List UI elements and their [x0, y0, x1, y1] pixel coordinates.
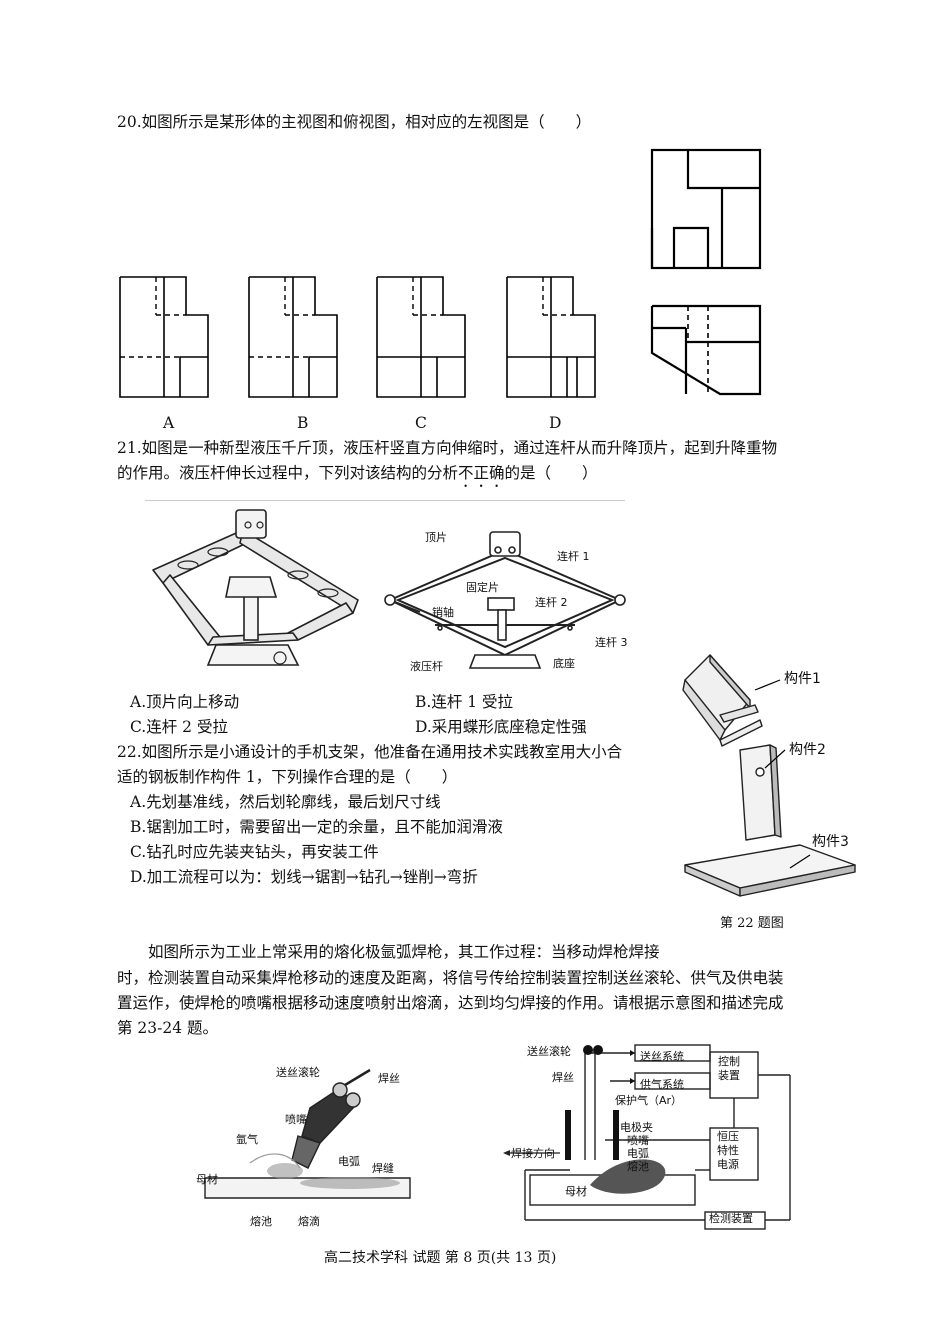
q22-stem-line2: 适的钢板制作构件 1，下列操作合理的是（ ）	[117, 768, 458, 786]
weld-torch-illustration	[204, 1068, 411, 1199]
q20-option-c-label[interactable]: C	[415, 414, 427, 432]
q20-option-b-figure[interactable]	[247, 275, 342, 400]
weld-right-pool-label: 熔池	[627, 1160, 649, 1173]
q20-option-b-label[interactable]: B	[297, 414, 309, 432]
weld-left-nozzle: 喷嘴	[285, 1113, 307, 1126]
weld-right-shield-gas: 保护气（Ar）	[615, 1094, 683, 1107]
q21-jack-photo	[152, 509, 359, 666]
q20-option-a-figure[interactable]	[118, 275, 213, 400]
q20-option-a-label[interactable]: A	[163, 414, 175, 432]
q21-stem-line1: 21.如图是一种新型液压千斤顶，液压杆竖直方向伸缩时，通过连杆从而升降顶片，起到…	[117, 439, 778, 457]
q21-label-base: 底座	[553, 657, 575, 670]
q22-option-b[interactable]: B.锯割加工时，需要留出一定的余量，且不能加润滑液	[130, 818, 503, 836]
intro-line2: 时，检测装置自动采集焊枪移动的速度及距离，将信号传给控制装置控制送丝滚轮、供气及…	[117, 969, 784, 987]
q21-option-b[interactable]: B.连杆 1 受拉	[415, 693, 514, 711]
q21-label-top-plate: 顶片	[425, 531, 447, 544]
q22-part2-label: 构件2	[789, 742, 826, 758]
q21-stem-line2-a: 的作用。液压杆伸长过程中，下列对该结构的分析	[117, 464, 459, 482]
q22-parts-figure	[682, 654, 856, 897]
weld-left-wire: 焊丝	[378, 1072, 400, 1085]
weld-left-arc: 电弧	[338, 1155, 360, 1168]
weld-left-feed-roller: 送丝滚轮	[276, 1066, 320, 1079]
q20-option-c-figure[interactable]	[375, 275, 470, 400]
weld-left-argon: 氩气	[236, 1133, 258, 1146]
q20-option-d-label[interactable]: D	[549, 414, 562, 432]
q21-option-a[interactable]: A.顶片向上移动	[130, 693, 240, 711]
intro-line4: 第 23-24 题。	[117, 1019, 219, 1037]
q21-label-link1: 连杆 1	[557, 550, 590, 563]
q21-stem-line2: 的作用。液压杆伸长过程中，下列对该结构的分析不正确的是（ ）	[117, 461, 598, 491]
weld-right-direction: 焊接方向	[511, 1147, 555, 1160]
weld-right-arc: 电弧	[627, 1147, 649, 1160]
q22-part3-label: 构件3	[812, 834, 849, 850]
weld-right-power: 恒压特性电源	[717, 1130, 739, 1171]
q21-figure-divider	[145, 500, 625, 501]
q21-label-fixed-plate: 固定片	[466, 581, 499, 594]
weld-right-wire: 焊丝	[552, 1071, 574, 1084]
weld-right-nozzle: 喷嘴	[627, 1134, 649, 1147]
weld-left-droplet: 熔滴	[298, 1215, 320, 1228]
page-footer: 高二技术学科 试题 第 8 页(共 13 页)	[324, 1250, 557, 1266]
weld-right-detector: 检测装置	[709, 1212, 753, 1225]
q21-label-link3: 连杆 3	[595, 636, 628, 649]
weld-left-base-metal: 母材	[196, 1173, 218, 1186]
q22-option-d[interactable]: D.加工流程可以为：划线→锯割→钻孔→锉削→弯折	[130, 868, 478, 886]
weld-right-control: 控制装置	[718, 1055, 740, 1082]
q20-option-d-figure[interactable]	[505, 275, 600, 400]
q21-stem-line2-b: 的是（ ）	[504, 464, 598, 482]
q22-option-c[interactable]: C.钻孔时应先装夹钻头，再安装工件	[130, 843, 379, 861]
intro-line1: 如图所示为工业上常采用的熔化极氩弧焊枪，其工作过程：当移动焊枪焊接	[148, 943, 660, 961]
q22-part1-label: 构件1	[784, 671, 821, 687]
weld-right-feed-system: 送丝系统	[640, 1050, 684, 1063]
weld-right-electrode-clamp: 电极夹	[620, 1121, 653, 1134]
q20-reference-views	[650, 148, 762, 396]
weld-right-feed-roller: 送丝滚轮	[527, 1045, 571, 1058]
q21-option-d[interactable]: D.采用蝶形底座稳定性强	[415, 718, 587, 736]
q22-stem-line1: 22.如图所示是小通设计的手机支架，他准备在通用技术实践教室用大小合	[117, 743, 623, 761]
weld-left-seam: 焊缝	[372, 1162, 394, 1175]
q20-stem: 20.如图所示是某形体的主视图和俯视图，相对应的左视图是（ ）	[117, 113, 592, 131]
weld-right-base-metal: 母材	[565, 1185, 587, 1198]
q21-label-pin: 销轴	[432, 606, 454, 619]
q22-option-a[interactable]: A.先划基准线，然后划轮廓线，最后划尺寸线	[130, 793, 441, 811]
q22-caption: 第 22 题图	[720, 916, 784, 931]
weld-control-schematic	[503, 1044, 791, 1230]
intro-line3: 置运作，使焊枪的喷嘴根据移动速度喷射出熔滴，达到均匀焊接的作用。请根据示意图和描…	[117, 994, 784, 1012]
q21-jack-diagram	[384, 531, 626, 669]
q21-label-hydraulic-rod: 液压杆	[410, 660, 443, 673]
q21-emphasis: 不正确	[458, 464, 505, 482]
weld-right-gas-system: 供气系统	[640, 1078, 684, 1091]
weld-left-pool: 熔池	[250, 1215, 272, 1228]
q21-label-link2: 连杆 2	[535, 596, 568, 609]
q21-option-c[interactable]: C.连杆 2 受拉	[130, 718, 228, 736]
